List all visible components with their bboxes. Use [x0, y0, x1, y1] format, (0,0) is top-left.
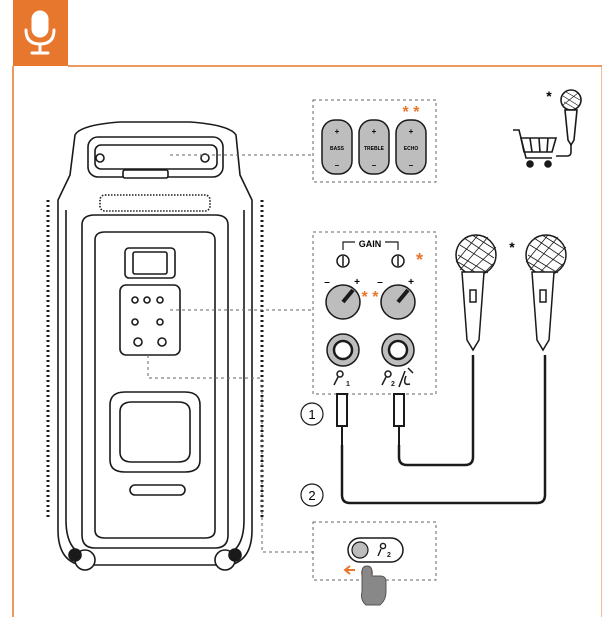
eq-knob-bass-minus: –: [335, 161, 340, 170]
step-1: 1: [300, 402, 324, 426]
mic-priority-switch: 2: [347, 537, 404, 563]
eq-knob-treble: + TREBLE –: [358, 119, 390, 175]
step-2: 2: [300, 483, 324, 507]
eq-knob-treble-minus: –: [372, 161, 377, 170]
microphone-2: [525, 234, 567, 352]
svg-text:2: 2: [391, 381, 395, 388]
press-finger-icon: [343, 565, 387, 606]
step-2-label: 2: [308, 488, 315, 503]
gain-marker: *: [416, 250, 423, 270]
vol-2-minus: –: [377, 277, 383, 288]
gain-title: GAIN: [359, 239, 382, 249]
eq-knob-echo: + ECHO –: [395, 119, 427, 175]
header: [12, 0, 602, 617]
eq-knob-treble-label: TREBLE: [364, 146, 385, 152]
volume-knob-2: [380, 284, 416, 320]
echo-marker: * *: [403, 104, 421, 121]
mic-2-icon: 2: [377, 542, 391, 559]
gain-panel: GAIN * – + – + * *: [324, 239, 423, 388]
eq-knob-echo-plus: +: [409, 127, 414, 136]
microphone-1: [455, 234, 497, 352]
shopping-cart-icon: [513, 89, 582, 168]
eq-panel: + BASS – + TREBLE – + ECHO – * *: [321, 104, 427, 175]
mic-jack-2: [381, 333, 415, 367]
eq-knob-bass: + BASS –: [321, 119, 353, 175]
microphone-icon: [24, 10, 56, 55]
mic-jack-1: [326, 333, 360, 367]
volume-marker: * *: [362, 289, 380, 306]
eq-knob-echo-minus: –: [409, 161, 414, 170]
cables: [336, 355, 547, 505]
eq-knob-bass-label: BASS: [330, 146, 345, 152]
gain-knob-1: [336, 254, 350, 268]
vol-2-plus: +: [408, 277, 414, 288]
volume-knob-1: [325, 284, 361, 320]
gain-knob-2: [391, 254, 405, 268]
step-1-label: 1: [308, 407, 315, 422]
eq-knob-echo-label: ECHO: [404, 146, 419, 152]
eq-knob-treble-plus: +: [372, 127, 377, 136]
vol-1-minus: –: [324, 277, 330, 288]
svg-text:2: 2: [387, 552, 391, 559]
cart-marker: *: [546, 88, 552, 104]
vol-1-plus: +: [354, 277, 360, 288]
eq-knob-bass-plus: +: [335, 127, 340, 136]
svg-text:1: 1: [346, 381, 350, 388]
microphone-marker: *: [509, 239, 515, 255]
speaker-illustration: [46, 121, 264, 571]
mic-2-guitar-icon: 2: [381, 367, 414, 388]
mic-1-icon: 1: [333, 370, 350, 388]
